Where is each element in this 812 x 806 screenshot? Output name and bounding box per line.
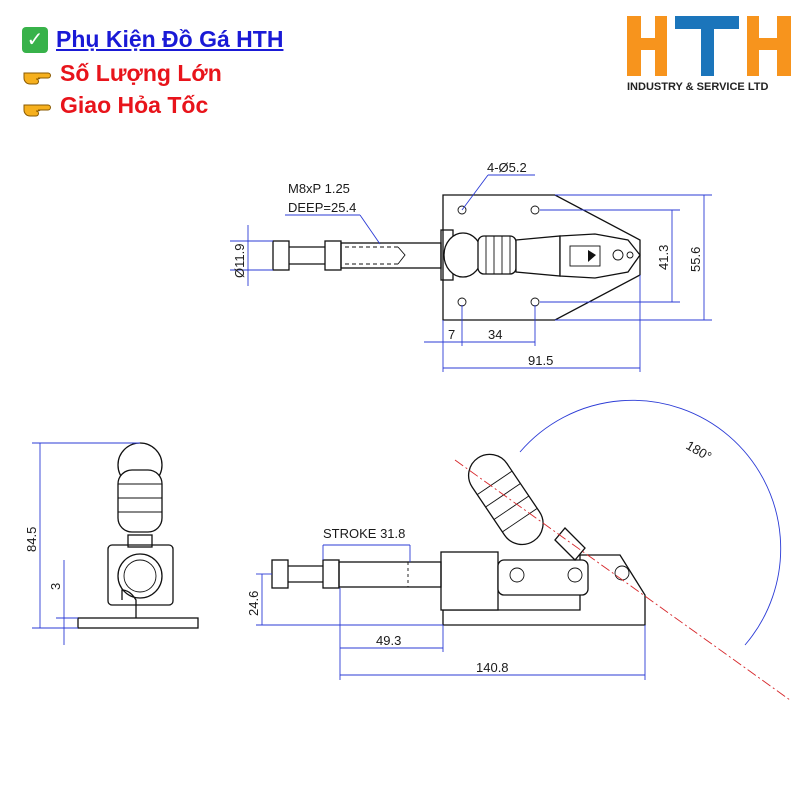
dim-angle: 180° — [684, 438, 715, 464]
logo-subtitle: INDUSTRY & SERVICE LTD — [627, 81, 769, 93]
elevation-view — [256, 399, 791, 701]
promo-text-delivery: Giao Hỏa Tốc — [60, 92, 209, 118]
dim-49-3: 49.3 — [376, 633, 401, 648]
dim-34: 34 — [488, 327, 502, 342]
dim-41-3: 41.3 — [656, 245, 671, 270]
dim-holes: 4-Ø5.2 — [487, 160, 527, 175]
promo-line-1[interactable]: ✓ Phụ Kiện Đồ Gá HTH — [22, 26, 283, 53]
top-view — [230, 174, 712, 372]
dim-91-5: 91.5 — [528, 353, 553, 368]
check-icon: ✓ — [22, 26, 48, 53]
promo-line-3: Giao Hỏa Tốc — [22, 92, 208, 119]
dim-stroke: STROKE 31.8 — [323, 526, 405, 541]
dim-7: 7 — [448, 327, 455, 342]
dim-deep: DEEP=25.4 — [288, 200, 356, 215]
dim-24-6: 24.6 — [246, 591, 261, 616]
dim-84-5: 84.5 — [24, 527, 39, 552]
pointing-hand-icon — [22, 63, 52, 85]
promo-line-2: Số Lượng Lớn — [22, 60, 222, 87]
dim-3: 3 — [48, 583, 63, 590]
dim-diameter: Ø11.9 — [232, 244, 247, 278]
dim-thread: M8xP 1.25 — [288, 181, 350, 196]
dim-55-6: 55.6 — [688, 247, 703, 272]
pointing-hand-icon — [22, 95, 52, 117]
hth-logo — [625, 14, 795, 94]
promo-text-quantity: Số Lượng Lớn — [60, 60, 222, 86]
promo-link-text[interactable]: Phụ Kiện Đồ Gá HTH — [56, 26, 284, 52]
end-view — [32, 442, 199, 645]
dim-140-8: 140.8 — [476, 660, 509, 675]
